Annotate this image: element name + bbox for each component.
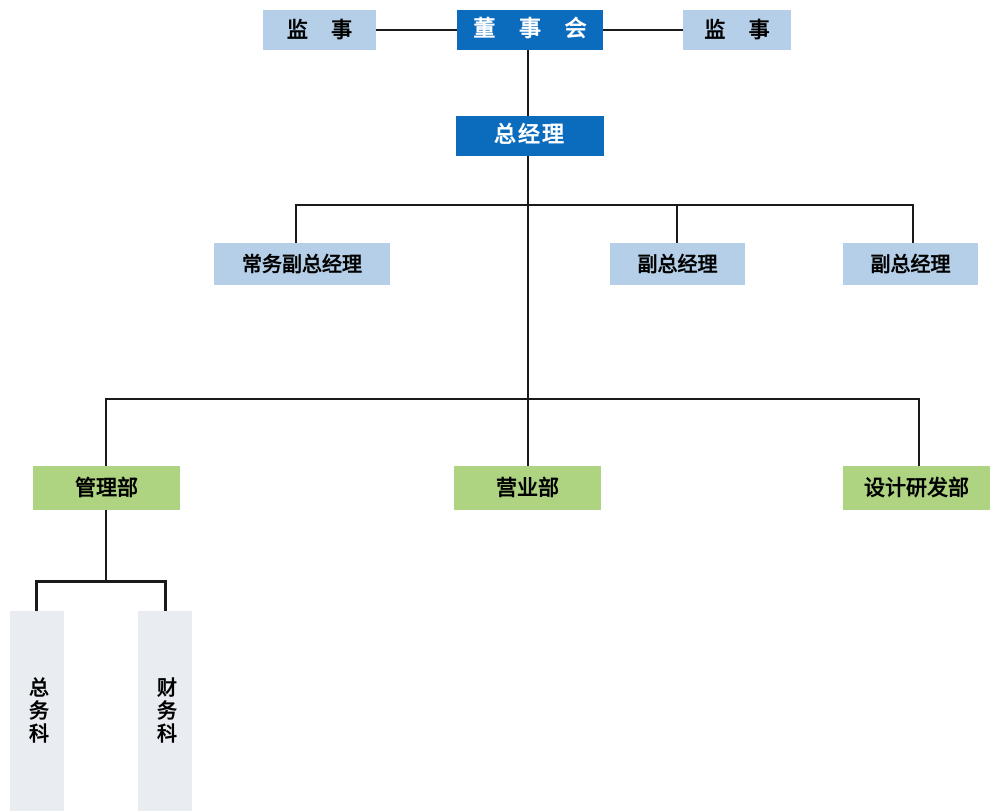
node-deputy-general-manager-2[interactable]: 副总经理 [843, 243, 978, 285]
section-finance-label: 财务科 [153, 676, 178, 746]
node-supervisor-right[interactable]: 监 事 [683, 10, 791, 50]
connector-department-bus [105, 398, 920, 400]
node-department-management[interactable]: 管理部 [33, 466, 180, 510]
connector-management-down-stem [105, 510, 107, 582]
connector-deputy-bus [295, 204, 914, 206]
node-executive-deputy-general-manager[interactable]: 常务副总经理 [214, 243, 390, 285]
connector-board-to-general-manager [527, 50, 529, 116]
node-section-general-affairs[interactable]: 总务科 [10, 611, 64, 811]
node-general-manager[interactable]: 总经理 [456, 116, 604, 156]
node-supervisor-left[interactable]: 监 事 [263, 10, 376, 50]
node-board-of-directors[interactable]: 董 事 会 [457, 10, 603, 50]
connector-gm-to-department-bus [527, 204, 529, 399]
connector-drop-section-finance [164, 580, 167, 612]
connector-section-bus [35, 580, 167, 583]
node-section-finance[interactable]: 财务科 [138, 611, 192, 811]
connector-drop-dept-design-rd [918, 398, 920, 466]
node-department-sales[interactable]: 营业部 [454, 466, 601, 510]
node-department-design-rd[interactable]: 设计研发部 [843, 466, 990, 510]
section-general-affairs-label: 总务科 [25, 676, 50, 746]
connector-drop-section-general-affairs [35, 580, 38, 612]
connector-gm-down-stem [527, 156, 529, 205]
node-deputy-general-manager-1[interactable]: 副总经理 [610, 243, 745, 285]
connector-supervisor-left-to-board [376, 29, 458, 31]
connector-board-to-supervisor-right [603, 29, 684, 31]
connector-drop-deputy-gm-1 [676, 204, 678, 244]
connector-drop-dept-sales [527, 398, 529, 466]
connector-drop-dept-management [105, 398, 107, 466]
connector-drop-deputy-gm-2 [912, 204, 914, 244]
connector-drop-exec-deputy-gm [295, 204, 297, 244]
